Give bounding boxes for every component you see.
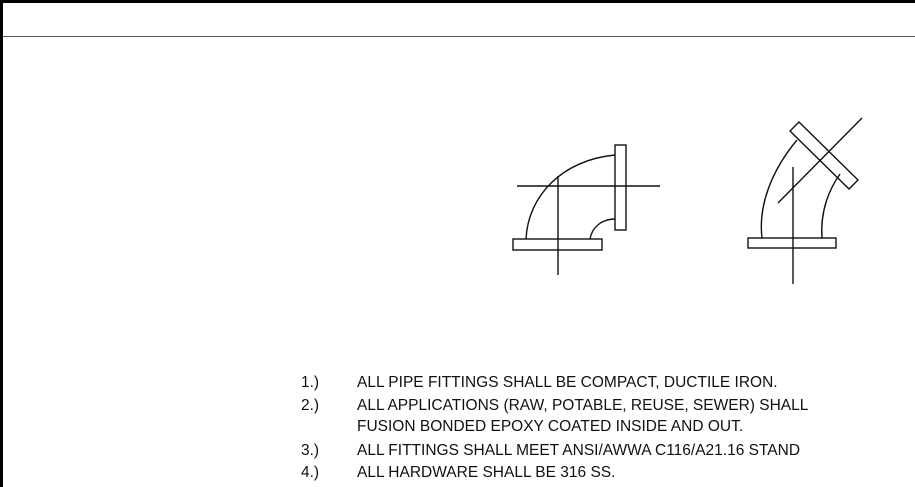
- note-number: 3.): [301, 442, 320, 459]
- elbow-45-angled-flange: [789, 121, 859, 190]
- sheet-border-left: [0, 0, 3, 487]
- title-block-rule: [3, 36, 915, 37]
- elbow-45-bottom-flange: [747, 237, 837, 249]
- elbow-45-fitting-symbol: [747, 117, 863, 284]
- note-text: ALL APPLICATIONS (RAW, POTABLE, REUSE, S…: [357, 397, 809, 414]
- elbow-90-outer-curve: [525, 154, 616, 240]
- elbow-90-inner-curve: [589, 218, 616, 240]
- note-number: 4.): [301, 464, 320, 481]
- elbow-45-inner-curve: [821, 173, 841, 239]
- elbow-90-side-flange: [614, 144, 627, 231]
- note-number: 2.): [301, 397, 320, 414]
- elbow-45-diagonal-centerline: [777, 117, 863, 204]
- note-text-continued: FUSION BONDED EPOXY COATED INSIDE AND OU…: [357, 418, 744, 435]
- note-text: ALL PIPE FITTINGS SHALL BE COMPACT, DUCT…: [357, 374, 778, 391]
- elbow-45-outer-curve: [760, 139, 798, 239]
- elbow-90-fitting-symbol: [512, 144, 660, 275]
- sheet-border-top: [0, 0, 915, 3]
- note-text: ALL FITTINGS SHALL MEET ANSI/AWWA C116/A…: [357, 442, 801, 459]
- note-text: ALL HARDWARE SHALL BE 316 SS.: [357, 464, 616, 481]
- note-number: 1.): [301, 374, 320, 391]
